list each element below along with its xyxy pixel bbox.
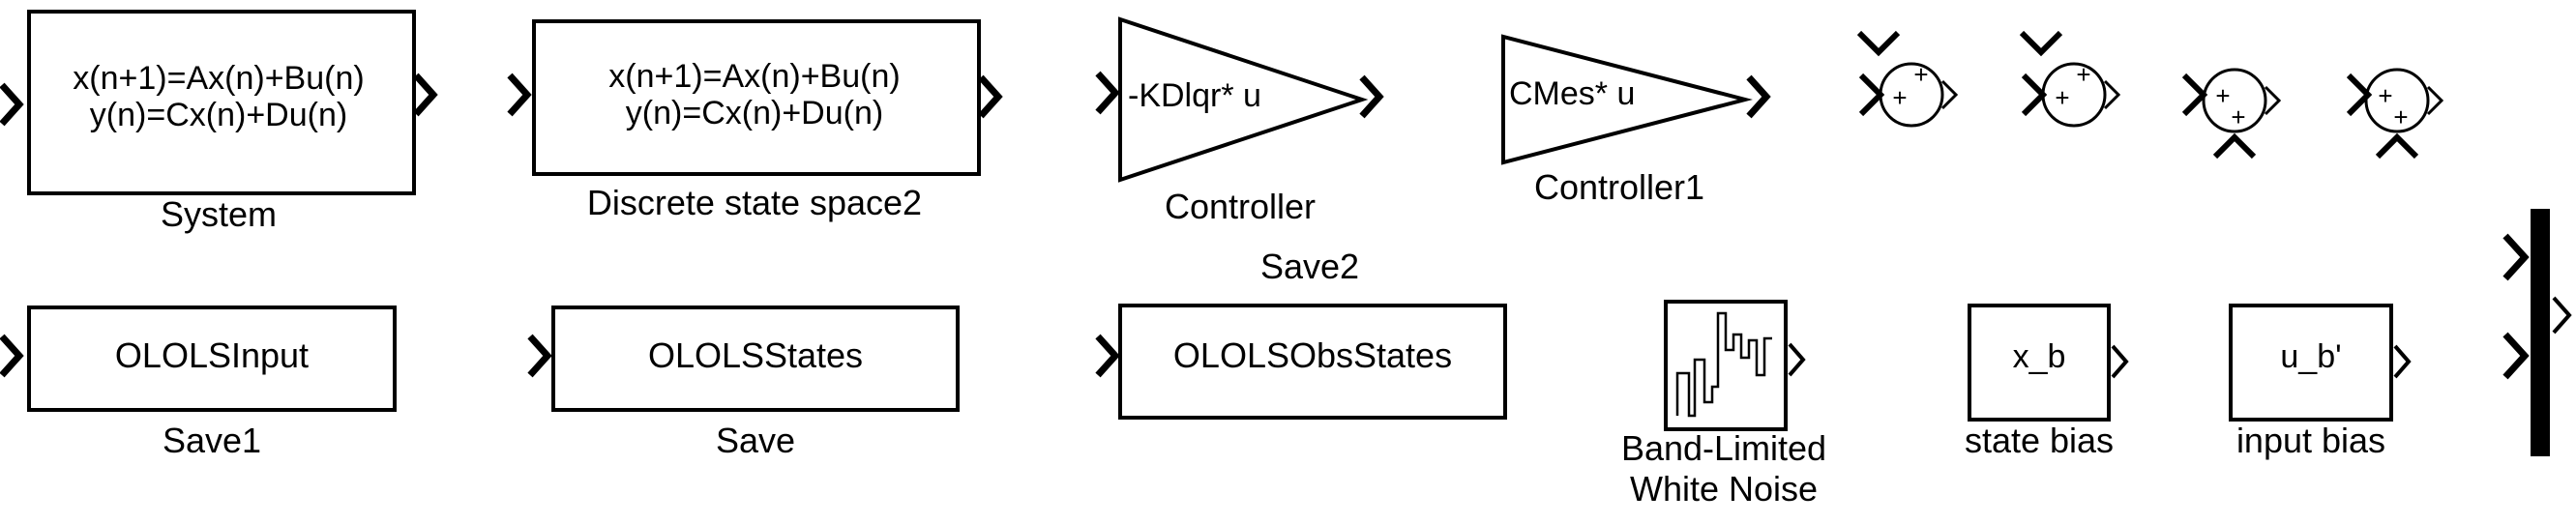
sum-sign-left: + <box>2378 81 2392 110</box>
state-bias-frame <box>1968 304 2111 422</box>
output-port-chevron <box>1359 74 1384 119</box>
sum-sign-top: + <box>1913 60 1928 89</box>
band-limited-white-noise-block[interactable]: Band-Limited White Noise <box>1621 300 1826 509</box>
controller-gain-block[interactable]: -KDlqr* u Controller <box>1095 16 1384 226</box>
mux-bar <box>2531 209 2550 456</box>
controller1-label: Controller1 <box>1534 167 1704 207</box>
sum-top-input-chevron <box>2019 30 2063 57</box>
input-port-chevron <box>1095 71 1120 115</box>
input-bias-constant-block[interactable]: u_b' input bias <box>2229 304 2412 460</box>
output-port-chevron <box>1746 74 1771 119</box>
discrete-state-space2-frame <box>532 19 981 176</box>
save1-label: Save1 <box>163 421 261 460</box>
sum-left-input-chevron <box>2021 73 2048 117</box>
sum-output-chevron <box>1940 79 1959 110</box>
sum-sign-bottom: + <box>2393 102 2408 131</box>
save2-label: Save2 <box>1260 247 1359 286</box>
controller1-gain-expression: CMes* u <box>1509 75 1635 112</box>
sum-sign-top: + <box>2076 60 2090 89</box>
save-variable-name: OLOLSStates <box>648 335 863 375</box>
noise-label-line2: White Noise <box>1630 469 1818 509</box>
sum-sign-bottom: + <box>2231 102 2245 131</box>
input-bias-frame <box>2229 304 2393 422</box>
controller1-gain-block[interactable]: CMes* u Controller1 <box>1501 34 1771 207</box>
dss2-equation-state: x(n+1)=Ax(n)+Bu(n) <box>608 58 900 95</box>
input-bias-value: u_b' <box>2280 338 2341 375</box>
sum-sign-left: + <box>2055 83 2069 112</box>
system-block-frame <box>27 10 416 195</box>
save-to-workspace-block[interactable]: OLOLSStates Save <box>527 306 960 460</box>
save2-frame <box>1118 304 1507 420</box>
sum-circle <box>2041 62 2107 128</box>
input-port-chevron <box>527 334 552 378</box>
save-label: Save <box>716 421 795 460</box>
sum-output-chevron <box>2264 85 2282 116</box>
input-port-chevron <box>1095 334 1120 378</box>
output-port-chevron <box>2393 344 2412 379</box>
sum-left-input-chevron <box>1858 73 1885 117</box>
controller1-gain-triangle <box>1501 34 1753 165</box>
sum-left-input-chevron <box>2346 73 2373 117</box>
sum-block-2[interactable]: + + <box>2019 30 2121 128</box>
save-frame <box>551 306 960 412</box>
state-bias-constant-block[interactable]: x_b state bias <box>1965 304 2129 460</box>
state-bias-value: x_b <box>2013 338 2066 375</box>
noise-waveform-icon <box>1675 311 1772 418</box>
save1-variable-name: OLOLSInput <box>115 335 309 375</box>
mux-input-chevron-1 <box>2502 233 2530 281</box>
sum-output-chevron <box>2103 79 2121 110</box>
sum-bottom-input-chevron <box>2375 132 2419 160</box>
controller-label: Controller <box>1165 187 1316 226</box>
sum-top-input-chevron <box>1856 30 1901 57</box>
sum-left-input-chevron <box>2181 73 2208 117</box>
sum-block-3[interactable]: + + <box>2181 68 2282 160</box>
sum-block-4[interactable]: + + <box>2346 68 2444 160</box>
noise-label-line1: Band-Limited <box>1621 428 1826 468</box>
sum-bottom-input-chevron <box>2212 132 2257 160</box>
sum-circle <box>2202 68 2267 133</box>
output-port-chevron <box>978 74 1003 119</box>
input-port-chevron <box>0 334 24 378</box>
controller-gain-expression: -KDlqr* u <box>1128 77 1261 114</box>
mux-input-chevron-2 <box>2502 332 2530 380</box>
output-port-chevron <box>413 73 438 117</box>
discrete-state-space2-block[interactable]: x(n+1)=Ax(n)+Bu(n) y(n)=Cx(n)+Du(n) Disc… <box>507 19 1003 222</box>
input-port-chevron <box>507 73 532 117</box>
output-port-chevron <box>2111 344 2129 379</box>
controller-gain-triangle <box>1118 16 1369 183</box>
input-port-chevron <box>0 82 24 127</box>
sum-sign-left: + <box>2215 81 2230 110</box>
save1-to-workspace-block[interactable]: OLOLSInput Save1 <box>0 306 397 460</box>
save2-to-workspace-block[interactable]: Save2 OLOLSObsStates <box>1095 247 1507 420</box>
save1-frame <box>27 306 397 412</box>
system-equation-output: y(n)=Cx(n)+Du(n) <box>90 97 347 133</box>
sum-output-chevron <box>2426 85 2444 116</box>
output-port-chevron <box>1788 342 1806 377</box>
sum-circle <box>1879 62 1944 128</box>
input-bias-label: input bias <box>2236 421 2385 460</box>
dss2-equation-output: y(n)=Cx(n)+Du(n) <box>626 95 883 131</box>
sum-block-1[interactable]: + + <box>1856 30 1959 128</box>
mux-block[interactable] <box>2502 209 2572 456</box>
mux-output-chevron <box>2552 296 2572 335</box>
system-block-label: System <box>161 194 277 234</box>
state-bias-label: state bias <box>1965 421 2114 460</box>
noise-frame <box>1664 300 1788 431</box>
save2-variable-name: OLOLSObsStates <box>1173 335 1452 375</box>
sum-circle <box>2364 68 2430 133</box>
sum-sign-left: + <box>1892 83 1907 112</box>
system-equation-state: x(n+1)=Ax(n)+Bu(n) <box>73 60 364 97</box>
system-block[interactable]: x(n+1)=Ax(n)+Bu(n) y(n)=Cx(n)+Du(n) Syst… <box>0 10 438 234</box>
discrete-state-space2-label: Discrete state space2 <box>587 183 922 222</box>
